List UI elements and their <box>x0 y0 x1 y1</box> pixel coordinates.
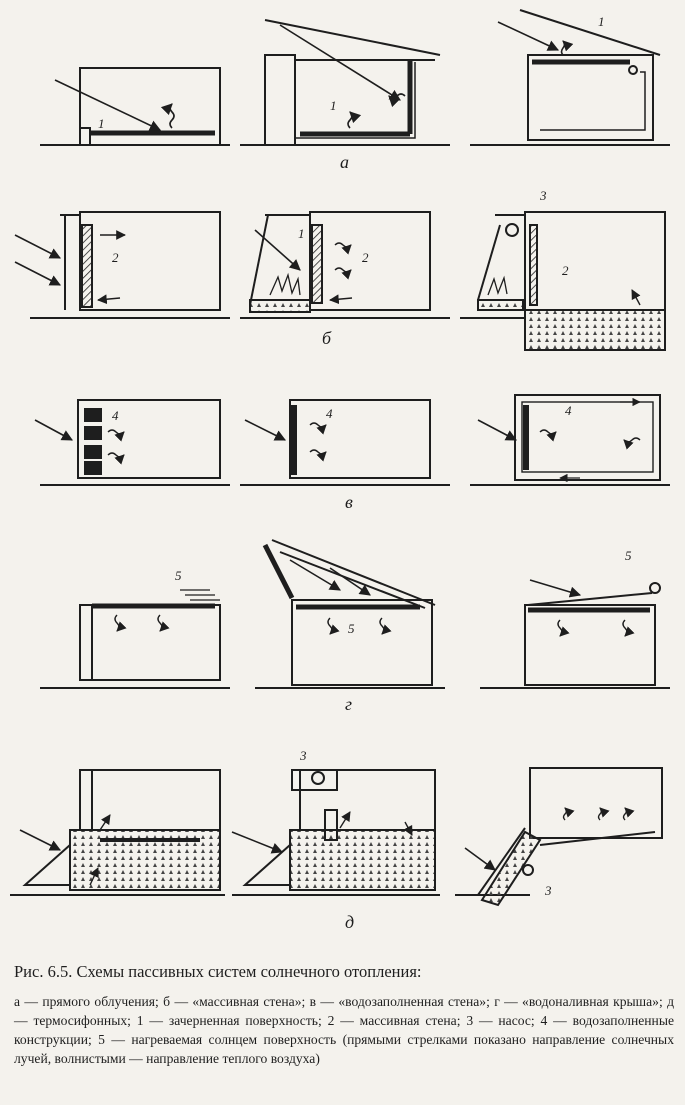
caption-title: Рис. 6.5. Схемы пассивных систем солнечн… <box>14 962 422 981</box>
diagram-b-3 <box>460 211 666 351</box>
callout-5: 5 <box>625 548 632 563</box>
diagram-d-3 <box>455 767 663 907</box>
row-label-g: г <box>345 694 353 714</box>
diagram-a-3 <box>470 9 670 146</box>
callout-4: 4 <box>565 403 572 418</box>
callout-5: 5 <box>348 621 355 636</box>
diagram-d-2 <box>231 769 440 896</box>
figure-caption: Рис. 6.5. Схемы пассивных систем солнечн… <box>14 962 674 1068</box>
callout-2: 2 <box>112 250 119 265</box>
figure-diagrams: 1 1 1 2 1 2 3 2 4 4 4 5 5 5 3 3 <box>10 9 670 907</box>
row-label-d: д <box>345 912 355 932</box>
diagram-v-1 <box>34 399 230 486</box>
callout-1: 1 <box>598 14 605 29</box>
row-label-b: б <box>322 328 332 348</box>
callout-5: 5 <box>175 568 182 583</box>
caption-body: а — прямого облучения; б — «массивная ст… <box>14 994 674 1066</box>
diagram-b-1 <box>14 211 230 319</box>
row-label-a: а <box>340 152 349 172</box>
row-label-v: в <box>345 492 353 512</box>
callout-3: 3 <box>299 748 307 763</box>
diagram-a-1 <box>40 67 230 146</box>
callout-numbers: 1 1 1 2 1 2 3 2 4 4 4 5 5 5 3 3 <box>98 14 632 898</box>
diagram-g-3 <box>480 579 670 689</box>
callout-2: 2 <box>562 263 569 278</box>
callout-4: 4 <box>112 408 119 423</box>
callout-3: 3 <box>539 188 547 203</box>
callout-1: 1 <box>98 116 105 131</box>
diagram-v-3 <box>470 394 670 486</box>
callout-4: 4 <box>326 406 333 421</box>
callout-2: 2 <box>362 250 369 265</box>
diagram-g-2 <box>255 539 445 689</box>
diagram-b-2 <box>240 211 450 319</box>
diagram-g-1 <box>40 589 230 689</box>
diagram-a-2 <box>240 19 450 146</box>
callout-1: 1 <box>298 226 305 241</box>
diagram-d-1 <box>10 769 225 896</box>
diagram-v-2 <box>240 399 450 486</box>
callout-1: 1 <box>330 98 337 113</box>
callout-3: 3 <box>544 883 552 898</box>
